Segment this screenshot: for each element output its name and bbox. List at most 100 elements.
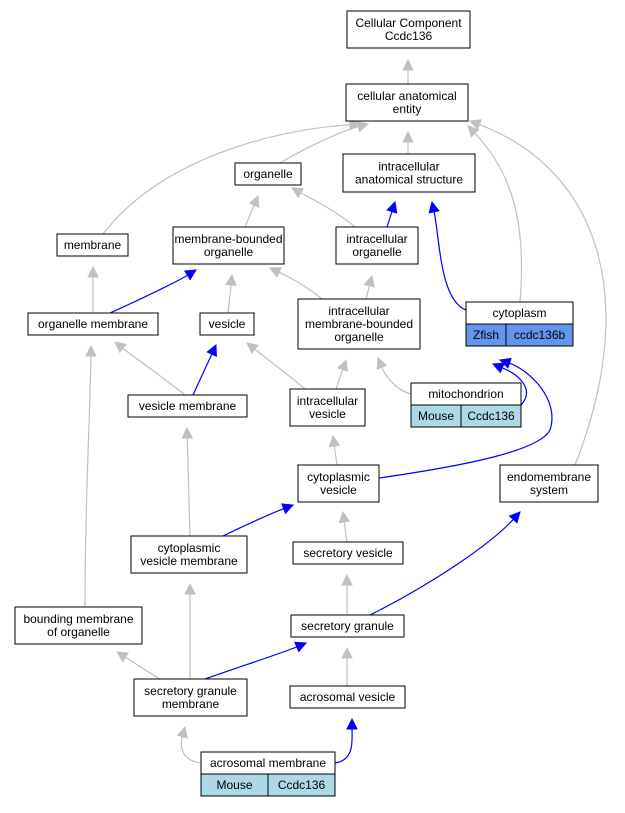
edge-bounding-membrane-of-organelle-to-organelle-membrane <box>84 344 97 608</box>
edge-secretory-granule-membrane-to-secretory-granule <box>204 641 308 680</box>
node-label-line: Ccdc136 <box>385 29 433 43</box>
node-organelle-membrane[interactable]: organelle membrane <box>27 312 159 336</box>
node-label-line: vesicle membrane <box>139 399 237 413</box>
node-box <box>289 388 366 427</box>
node-box <box>297 298 421 350</box>
node-box <box>289 685 406 709</box>
edge-intracellular-organelle-to-organelle <box>291 187 356 228</box>
edge-membrane-bounded-organelle-to-organelle <box>244 194 260 228</box>
node-box <box>290 614 405 638</box>
ortholog-species-label: Mouse <box>216 778 252 792</box>
ortholog-species-label: Mouse <box>418 409 454 423</box>
node-label-line: cellular anatomical <box>357 89 456 103</box>
node-label-line: organelle <box>204 245 254 259</box>
node-label-line: entity <box>393 102 422 116</box>
node-box <box>346 10 471 49</box>
ortholog-species-label: Zfish <box>473 328 499 342</box>
node-secretory-vesicle[interactable]: secretory vesicle <box>292 541 404 565</box>
ortholog-gene-label: Ccdc136 <box>467 409 515 423</box>
node-box <box>172 226 285 265</box>
node-box <box>56 233 129 257</box>
node-label-line: intracellular <box>378 160 439 174</box>
node-label-line: cytoplasm <box>492 306 546 320</box>
node-box <box>14 606 143 645</box>
node-label-line: organelle <box>334 330 384 344</box>
edge-intracellular-membrane-bounded-organelle-to-membrane-bounded-organelle <box>268 267 323 300</box>
edge-cytoplasm-to-cellular-anatomical-entity <box>467 125 523 303</box>
node-label-line: vesicle <box>309 407 346 421</box>
node-box <box>199 312 255 336</box>
node-label-line: mitochondrion <box>428 387 503 401</box>
node-label-line: intracellular <box>297 394 358 408</box>
edge-intracellular-membrane-bounded-organelle-to-intracellular-organelle <box>363 274 375 300</box>
edge-intracellular-vesicle-to-vesicle <box>246 342 306 390</box>
node-label-line: Cellular Component <box>355 16 462 30</box>
node-label-line: acrosomal membrane <box>210 756 326 770</box>
edge-acrosomal-membrane-to-acrosomal-vesicle <box>334 717 358 764</box>
edge-cellular-anatomical-entity-to-cellular-component <box>402 58 414 84</box>
edge-membrane-to-cellular-anatomical-entity <box>102 118 362 235</box>
ortholog-gene-label: Ccdc136 <box>278 778 326 792</box>
node-box <box>292 541 404 565</box>
node-box <box>345 83 469 122</box>
node-label-line: of organelle <box>47 625 110 639</box>
edge-secretory-granule-membrane-to-cytoplasmic-vesicle-membrane <box>184 582 196 679</box>
node-box <box>133 678 248 717</box>
node-label-line: secretory granule <box>144 684 237 698</box>
node-box <box>297 464 380 503</box>
node-label-line: vesicle <box>209 317 246 331</box>
node-acrosomal-vesicle[interactable]: acrosomal vesicle <box>289 685 406 709</box>
node-label-line: vesicle membrane <box>140 554 238 568</box>
edge-cytoplasmic-vesicle-membrane-to-cytoplasmic-vesicle <box>222 503 295 537</box>
node-label-line: membrane <box>64 238 122 252</box>
edge-acrosomal-vesicle-to-secretory-granule <box>341 646 353 686</box>
edge-secretory-granule-to-secretory-vesicle <box>341 573 353 615</box>
edge-cytoplasmic-vesicle-to-cytoplasm <box>378 357 553 479</box>
ortholog-tag-cell <box>505 323 574 347</box>
edge-cytoplasm-to-intracellular-anatomical-structure <box>428 200 467 311</box>
edge-organelle-membrane-to-membrane <box>87 265 99 313</box>
node-label-line: membrane-bounded <box>174 232 282 246</box>
edge-organelle-membrane-to-membrane-bounded-organelle <box>109 269 197 314</box>
node-box <box>335 226 419 265</box>
node-label-line: vesicle <box>320 483 357 497</box>
node-membrane[interactable]: membrane <box>56 233 129 257</box>
edge-intracellular-vesicle-to-intracellular-membrane-bounded-organelle <box>335 358 349 390</box>
node-label-line: organelle <box>352 245 402 259</box>
node-box <box>127 394 248 418</box>
node-organelle[interactable]: organelle <box>234 162 302 186</box>
edge-mitochondrion-to-cytoplasm <box>491 362 528 406</box>
node-label-line: membrane <box>162 697 220 711</box>
edge-secretory-vesicle-to-cytoplasmic-vesicle <box>338 510 351 543</box>
node-secretory-granule[interactable]: secretory granule <box>290 614 405 638</box>
edge-cytoplasmic-vesicle-to-intracellular-vesicle <box>328 434 341 466</box>
edge-mitochondrion-to-intracellular-membrane-bounded-organelle <box>376 356 412 395</box>
node-label-line: secretory granule <box>301 619 394 633</box>
node-vesicle[interactable]: vesicle <box>199 312 255 336</box>
node-box <box>234 162 302 186</box>
node-vesicle-membrane[interactable]: vesicle membrane <box>127 394 248 418</box>
edges-layer <box>84 58 607 764</box>
node-label-line: system <box>530 483 568 497</box>
node-label-line: cytoplasmic <box>307 470 370 484</box>
node-label-line: acrosomal vesicle <box>300 690 396 704</box>
node-label-line: bounding membrane <box>23 612 133 626</box>
node-label-line: anatomical structure <box>355 173 463 187</box>
node-label-line: organelle membrane <box>38 317 148 331</box>
